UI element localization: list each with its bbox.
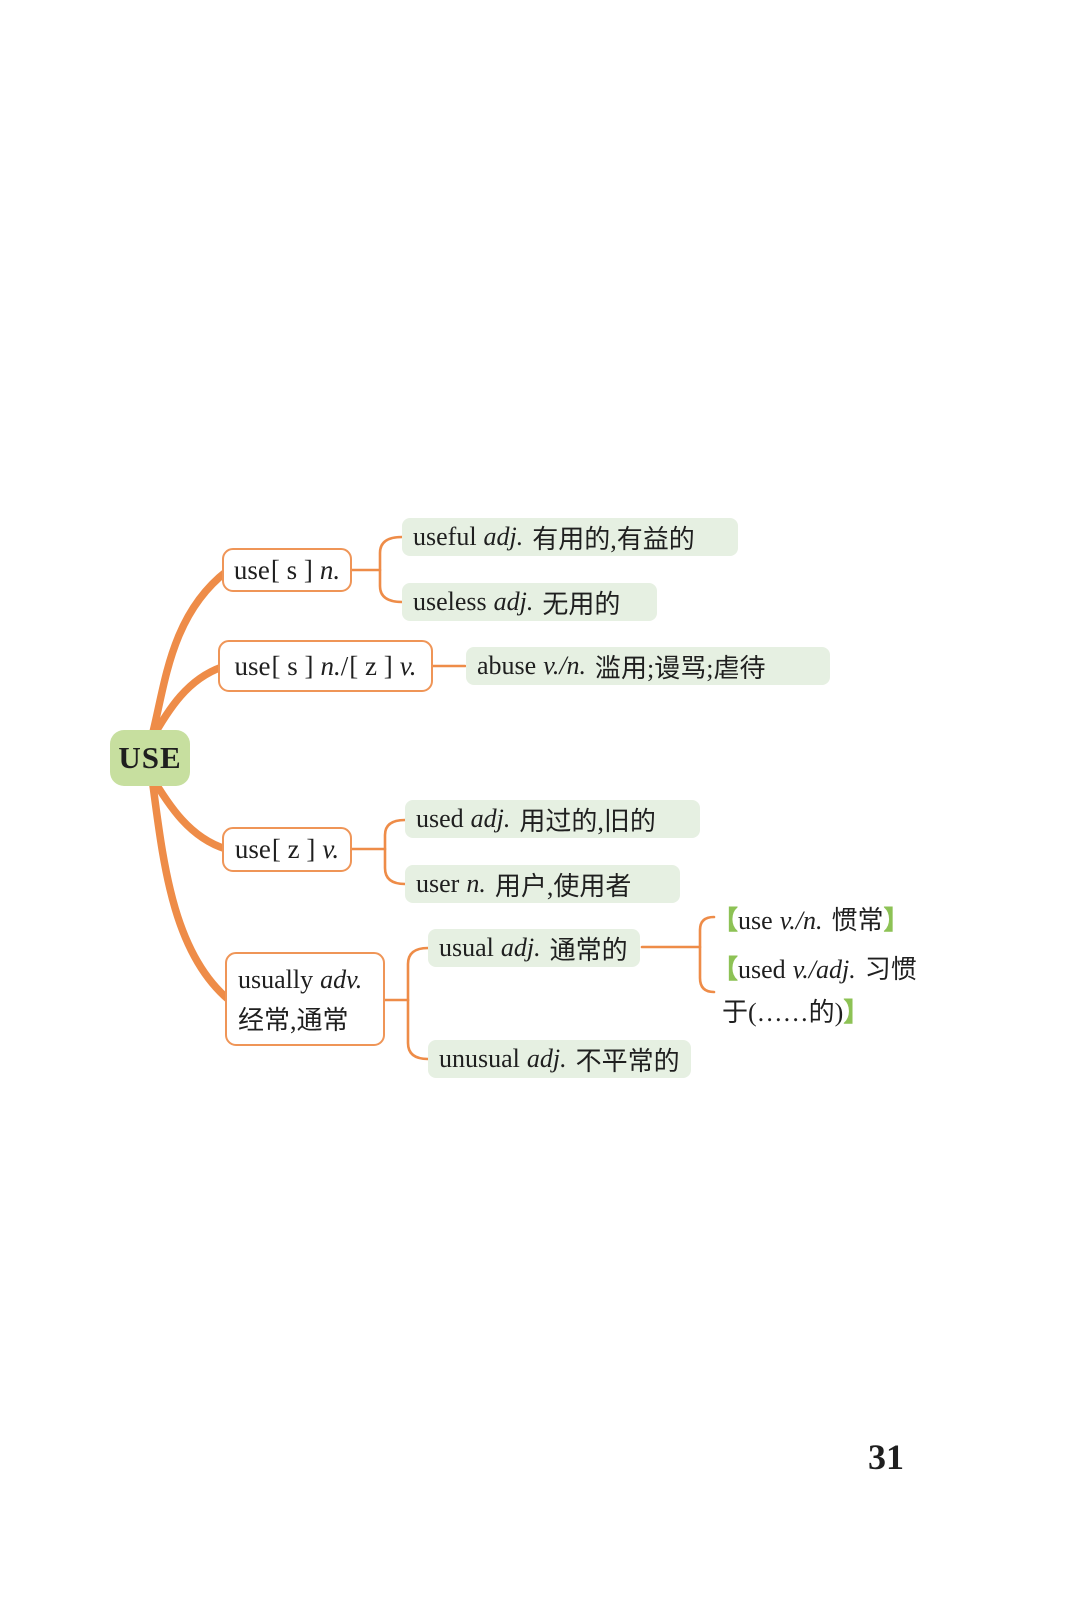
- phrase-meaning: 惯常: [831, 906, 884, 935]
- phrase-open-bracket: 【: [712, 955, 739, 984]
- part-of-speech: adj.: [470, 804, 511, 833]
- part-of-speech: adj.: [500, 933, 541, 962]
- part-of-speech: v./n.: [779, 906, 823, 935]
- page-number: 31: [868, 1437, 904, 1477]
- branch-word: use: [233, 554, 270, 585]
- leaf-word: useless: [413, 587, 487, 616]
- leaf-word: used: [416, 804, 464, 833]
- twig-phrases-brace: [698, 915, 716, 994]
- part-of-speech: v.: [399, 650, 417, 681]
- phrase-word: used: [738, 955, 786, 984]
- part-of-speech: adj.: [526, 1044, 567, 1073]
- phonetic-bracket: [ z ]: [349, 650, 393, 681]
- leaf-word: abuse: [477, 651, 537, 680]
- branch-word: use: [234, 650, 271, 681]
- slash-separator: /: [340, 650, 349, 681]
- part-of-speech: adv.: [320, 965, 363, 994]
- part-of-speech: v./adj.: [792, 955, 856, 984]
- part-of-speech: n.: [466, 869, 486, 898]
- root-node-use: USE: [110, 730, 190, 786]
- leaf-meaning: 用户,使用者: [494, 871, 632, 901]
- leaf-word: unusual: [439, 1044, 520, 1073]
- phonetic-bracket: [ s ]: [270, 554, 313, 585]
- phrase-meaning-line1: 习惯: [864, 955, 917, 984]
- leaf-meaning: 通常的: [549, 935, 628, 965]
- branch-word: use: [234, 834, 271, 864]
- leaf-word: usual: [439, 933, 494, 962]
- leaf-meaning: 不平常的: [575, 1046, 680, 1076]
- root-label: USE: [118, 740, 182, 775]
- leaf-meaning: 滥用;谩骂;虐待: [595, 653, 766, 683]
- branch-box-use-s-n: use[ s ]n.: [222, 548, 352, 592]
- leaf-meaning: 有用的,有益的: [532, 524, 695, 554]
- part-of-speech: v./n.: [543, 651, 587, 680]
- phrase-open-bracket: 【: [712, 906, 739, 935]
- branch-word: usually: [238, 965, 314, 994]
- branch-meaning: 经常,通常: [238, 1006, 349, 1035]
- phrase-word: use: [738, 906, 773, 935]
- phrase-close-bracket: 】: [883, 906, 910, 935]
- phrase-meaning-line2: 于(……的): [722, 998, 844, 1027]
- leaf-word: user: [416, 869, 460, 898]
- phonetic-bracket: [ s ]: [271, 650, 314, 681]
- root-branch-curve-1: [148, 567, 231, 740]
- part-of-speech: adj.: [493, 587, 534, 616]
- twig-used-user-brace: [383, 818, 407, 886]
- part-of-speech: v.: [322, 834, 340, 864]
- leaf-meaning: 用过的,旧的: [519, 806, 656, 836]
- part-of-speech: adj.: [483, 522, 524, 551]
- part-of-speech: n.: [319, 554, 341, 585]
- leaf-word: useful: [413, 522, 477, 551]
- twig-useful-useless-brace: [378, 535, 404, 604]
- phrase-line-2: 于(……的)】: [722, 991, 917, 1034]
- phonetic-bracket: [ z ]: [271, 834, 316, 864]
- phrase-close-bracket: 】: [843, 998, 870, 1027]
- twig-usual-unusual-brace: [406, 946, 430, 1061]
- leaf-meaning: 无用的: [542, 589, 621, 619]
- part-of-speech: n.: [320, 650, 341, 681]
- root-branch-curve-4: [148, 774, 233, 1004]
- branch-box-use-s-n-z-v: use[ s ]n./[ z ]v.: [218, 640, 433, 692]
- branch-box-use-z-v: use[ z ]v.: [222, 827, 352, 872]
